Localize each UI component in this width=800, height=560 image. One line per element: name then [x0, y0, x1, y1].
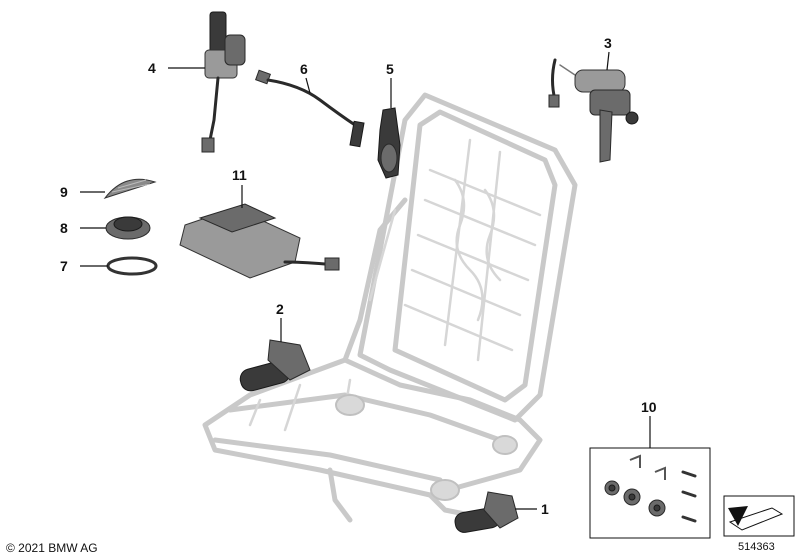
part-5-switch-unit — [377, 107, 401, 179]
callout-10: 10 — [641, 399, 657, 415]
leader-lines — [80, 51, 651, 510]
part-2-actuator-motor — [239, 339, 311, 392]
callout-4: 4 — [148, 60, 156, 76]
view-arrow-icon — [723, 495, 795, 537]
callout-1: 1 — [541, 501, 549, 517]
callout-11: 11 — [232, 167, 247, 183]
copyright-text: © 2021 BMW AG — [6, 541, 98, 555]
part-4-height-motor — [201, 11, 246, 153]
part-11-control-unit — [179, 203, 340, 279]
callout-labels: 4 6 5 3 9 8 7 11 2 1 10 — [60, 35, 657, 517]
part-1-actuator-motor — [454, 491, 519, 533]
part-6-cable-harness — [255, 69, 365, 148]
part-7-clamp-ring — [106, 256, 158, 276]
part-3-adjustment-motor — [548, 58, 639, 163]
callout-3: 3 — [604, 35, 612, 51]
callout-9: 9 — [60, 184, 68, 200]
callout-7: 7 — [60, 258, 68, 274]
callout-5: 5 — [386, 61, 394, 77]
part-10-fastener-kit — [589, 447, 711, 539]
callout-2: 2 — [276, 301, 284, 317]
callout-6: 6 — [300, 61, 308, 77]
callout-8: 8 — [60, 220, 68, 236]
part-9-mesh-cover — [103, 178, 157, 199]
seat-frame-illustration — [202, 92, 578, 523]
diagram-number: 514363 — [738, 541, 775, 553]
part-8-grommet — [105, 216, 151, 240]
